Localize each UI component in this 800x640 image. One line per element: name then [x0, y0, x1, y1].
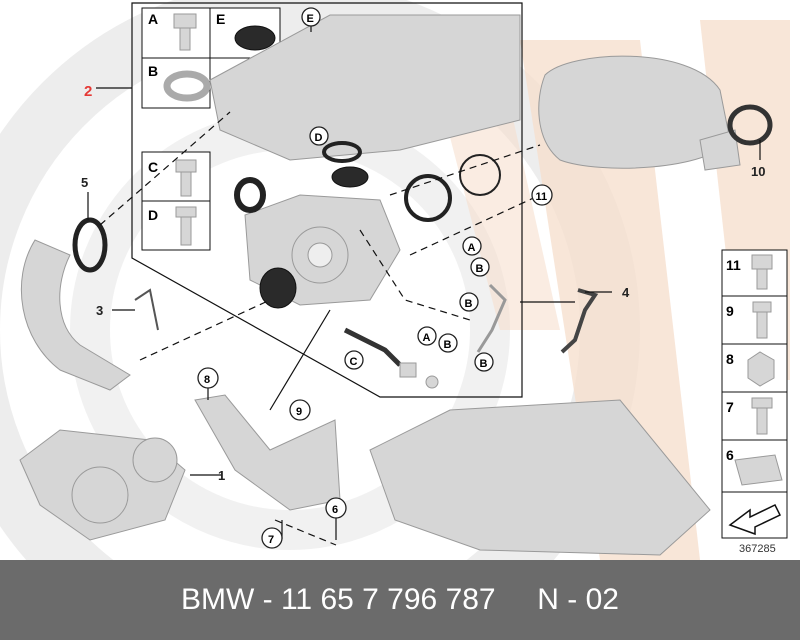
- circled-callout-e: E: [301, 7, 321, 27]
- circled-callout-11: 11: [531, 184, 553, 206]
- seal-ring-b-icon: [163, 70, 211, 102]
- support-bracket: [194, 394, 341, 511]
- part-number-footer: BMW - 11 65 7 796 787 N - 02: [0, 560, 800, 640]
- oil-return-line: [560, 288, 599, 354]
- circled-callout-a-upper: A: [462, 236, 482, 256]
- svg-text:B: B: [444, 339, 452, 351]
- panel-label-6: 6: [726, 447, 734, 463]
- panel-label-7: 7: [726, 399, 734, 415]
- particulate-filter: [538, 55, 731, 169]
- callout-5: 5: [81, 175, 88, 190]
- legend-label-a: A: [148, 11, 158, 27]
- callout-4: 4: [622, 285, 630, 300]
- callout-1: 1: [218, 468, 225, 483]
- legend-label-b: B: [148, 63, 158, 79]
- legend-box-ae: A E: [141, 7, 281, 59]
- gasket-ring: [459, 154, 501, 196]
- legend-label-e: E: [216, 11, 225, 27]
- circled-callout-8: 8: [197, 367, 219, 389]
- bolt-c-icon: [175, 159, 197, 197]
- intake-manifold: [209, 14, 521, 161]
- svg-text:9: 9: [296, 406, 302, 418]
- circled-callout-a-lower: A: [417, 326, 437, 346]
- intake-seal: [259, 267, 297, 309]
- svg-text:11: 11: [536, 191, 548, 203]
- circled-callout-b-right: B: [474, 352, 494, 372]
- diagram-number: 367285: [739, 543, 776, 555]
- legend-box-b: B: [141, 57, 211, 109]
- circled-callout-b-lower: B: [438, 333, 458, 353]
- circled-callout-9: 9: [289, 399, 311, 421]
- part-number-text: BMW - 11 65 7 796 787 N - 02: [181, 583, 619, 616]
- svg-text:A: A: [423, 332, 431, 344]
- circled-callout-7: 7: [261, 527, 283, 549]
- filter-outlet-pipe: [699, 129, 741, 171]
- banjo-bolt: [399, 362, 417, 378]
- boot-seal: [331, 166, 369, 188]
- circled-callout-6: 6: [325, 497, 347, 519]
- oil-feed-fitting: [343, 327, 402, 367]
- circled-callout-b-upper: B: [470, 257, 490, 277]
- legend-box-cd: C D: [141, 151, 211, 251]
- clip-nut-6-icon: [734, 454, 783, 486]
- panel-label-11: 11: [726, 257, 741, 273]
- circled-callout-d: D: [309, 126, 329, 146]
- panel-label-9: 9: [726, 303, 734, 319]
- fastener-panel: 11 9 8 7 6 367285: [721, 249, 788, 555]
- seal-ring: [234, 177, 266, 213]
- hose-clip: [134, 288, 159, 331]
- oil-line-bracket: [476, 283, 507, 353]
- bolt-9-icon: [752, 301, 772, 339]
- plug-e-icon: [234, 25, 276, 51]
- callout-10: 10: [751, 164, 765, 179]
- svg-text:B: B: [465, 298, 473, 310]
- svg-text:D: D: [315, 132, 323, 144]
- svg-text:E: E: [307, 13, 314, 25]
- svg-text:8: 8: [204, 374, 210, 386]
- nut-8-icon: [747, 351, 775, 387]
- legend-label-d: D: [148, 207, 158, 223]
- circled-callout-b-mid: B: [459, 292, 479, 312]
- clamp-10: [727, 104, 773, 146]
- panel-label-8: 8: [726, 351, 734, 367]
- svg-text:B: B: [480, 358, 488, 370]
- bolt-11-icon: [751, 254, 773, 290]
- pipe-seal-ring: [72, 217, 108, 273]
- svg-text:A: A: [468, 242, 476, 254]
- v-band-clamp: [404, 174, 452, 222]
- turbocharger-1: [19, 429, 186, 541]
- svg-text:6: 6: [332, 504, 338, 516]
- assembly-frame: [131, 2, 523, 398]
- svg-text:C: C: [350, 356, 358, 368]
- clamp-d: [322, 141, 362, 163]
- charge-air-pipe: [20, 239, 131, 391]
- circled-callout-c: C: [344, 350, 364, 370]
- svg-text:7: 7: [268, 534, 274, 546]
- bolt-d-icon: [175, 206, 197, 246]
- legend-label-c: C: [148, 159, 158, 175]
- svg-text:B: B: [476, 263, 484, 275]
- bolt-a-icon: [173, 13, 197, 51]
- callout-3: 3: [96, 303, 103, 318]
- callout-2: 2: [84, 83, 92, 100]
- direction-arrow-icon: [728, 504, 782, 536]
- heat-shield: [369, 399, 711, 556]
- sealing-washer: [425, 375, 439, 389]
- bolt-7-icon: [751, 397, 773, 435]
- dashed-alignment-lines: [99, 111, 541, 546]
